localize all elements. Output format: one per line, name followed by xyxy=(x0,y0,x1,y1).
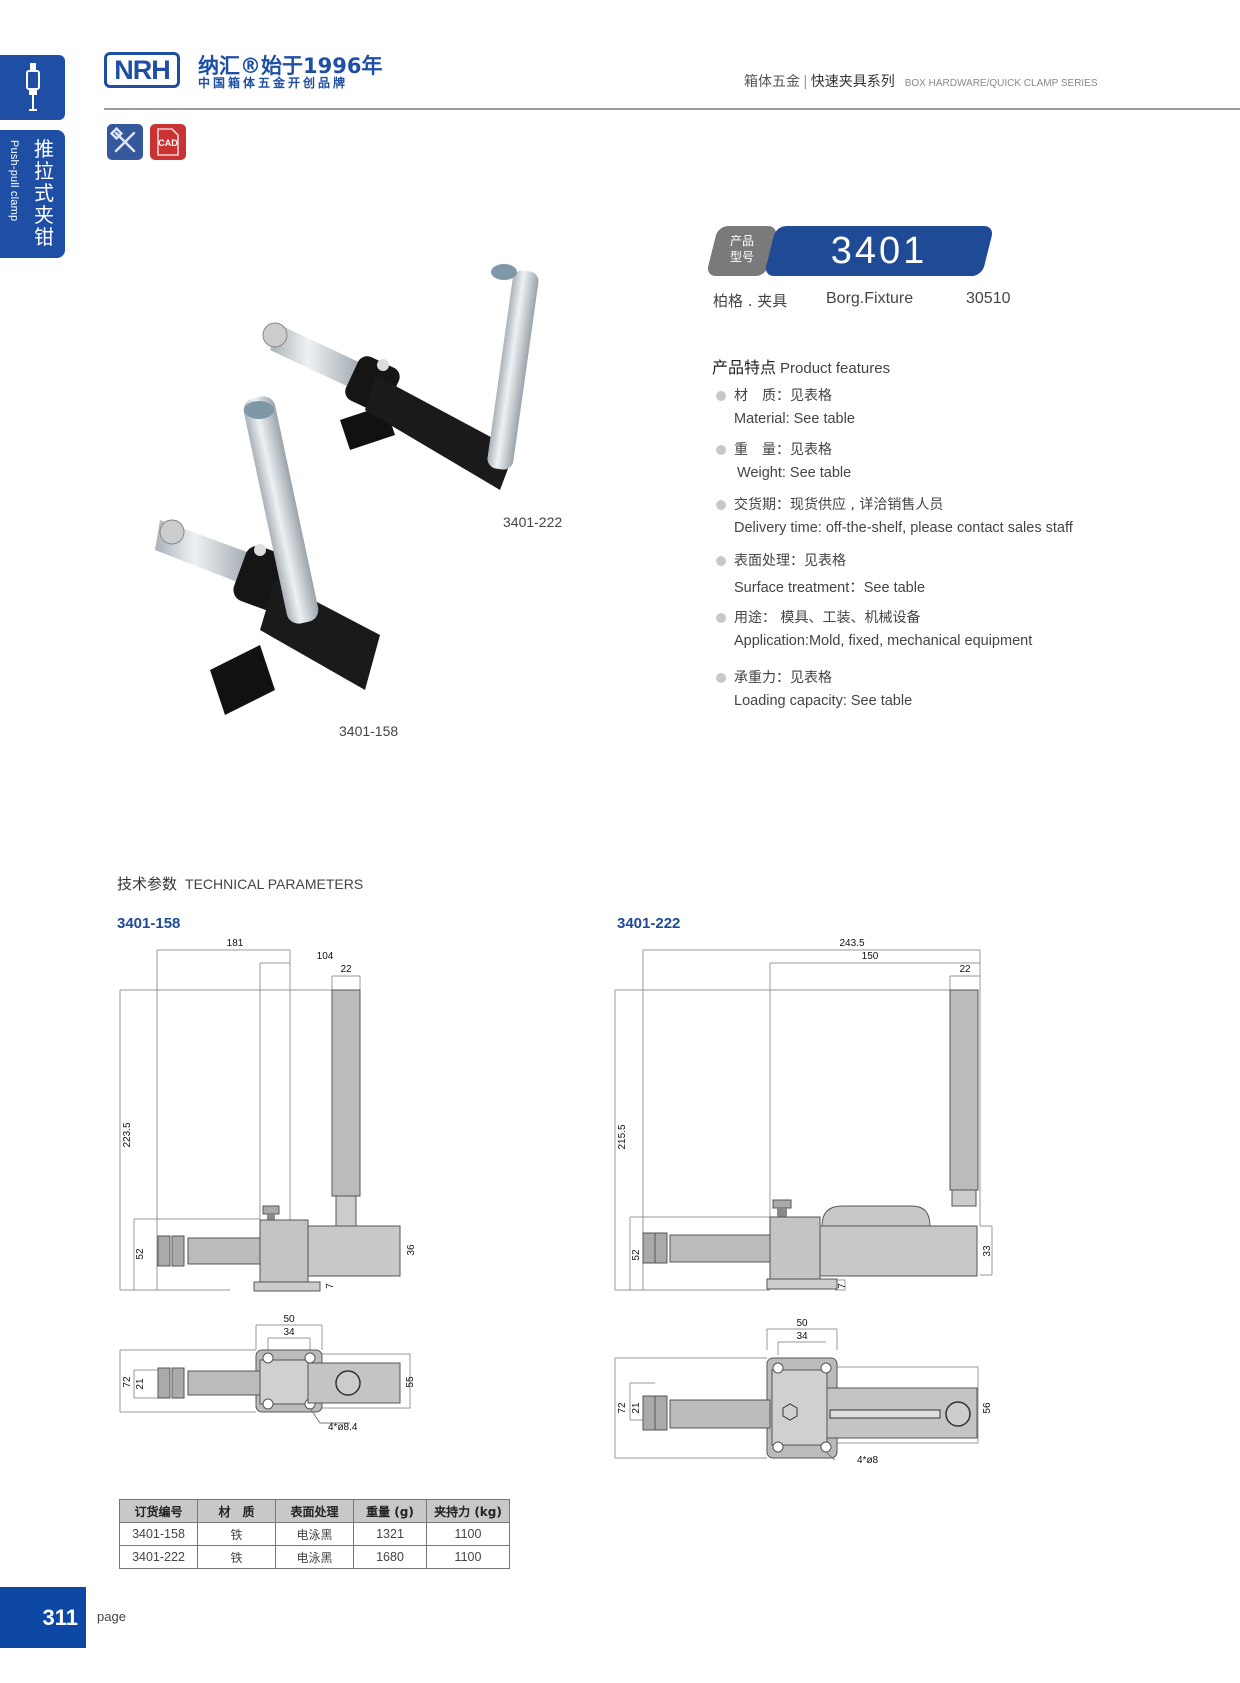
svg-text:223.5: 223.5 xyxy=(122,1122,133,1147)
svg-text:7: 7 xyxy=(325,1283,336,1289)
tools-icon xyxy=(109,126,136,153)
section-quick-clamp: 快速夹具系列 xyxy=(810,74,895,90)
breadcrumb-separator: | xyxy=(803,74,808,90)
svg-text:22: 22 xyxy=(959,964,971,975)
svg-text:34: 34 xyxy=(796,1331,808,1342)
bullet-icon xyxy=(716,391,726,402)
svg-text:4*ø8.4: 4*ø8.4 xyxy=(328,1422,358,1433)
model-number: 3401 xyxy=(830,230,928,272)
svg-text:215.5: 215.5 xyxy=(617,1124,628,1149)
table-header-row: 订货编号 材 质 表面处理 重量 (g) 夹持力 (kg) xyxy=(119,1499,510,1523)
hole-callout-3401-222: 4*ø8 xyxy=(857,1455,879,1466)
svg-text:34: 34 xyxy=(283,1327,295,1338)
bullet-icon xyxy=(716,613,726,624)
bullet-icon xyxy=(716,673,726,684)
svg-text:55: 55 xyxy=(405,1376,416,1388)
drawing-3401-222: 243.5 150 22 215.5 52 33 7 50 34 72 21 5… xyxy=(614,938,993,1460)
drawing-3401-158: 181 104 22 223.5 52 36 7 50 34 72 21 55 … xyxy=(119,938,417,1433)
cad-file-icon: CAD xyxy=(157,128,179,156)
col-order-no: 订货编号 xyxy=(119,1499,198,1523)
svg-text:52: 52 xyxy=(135,1248,146,1260)
svg-text:72: 72 xyxy=(122,1376,133,1388)
svg-text:7: 7 xyxy=(837,1283,848,1289)
tools-button[interactable] xyxy=(107,124,143,160)
col-clamp-force: 夹持力 (kg) xyxy=(426,1499,510,1523)
category-tab-push-pull-clamp[interactable]: Push-pull clamp 推拉式夹钳 xyxy=(0,130,65,258)
category-label-cn: 推拉式夹钳 xyxy=(34,137,54,249)
page-label: page xyxy=(97,1609,126,1624)
svg-text:CAD: CAD xyxy=(158,138,178,148)
bullet-icon xyxy=(716,500,726,511)
svg-text:181: 181 xyxy=(227,938,244,949)
model-badge-label: 产品型号 xyxy=(729,234,754,264)
photo-3401-222 xyxy=(262,264,539,490)
brand-tagline: 中国箱体五金开创品牌 xyxy=(198,76,349,90)
col-material: 材 质 xyxy=(197,1499,276,1523)
svg-text:33: 33 xyxy=(982,1245,993,1257)
clamp-product-icon xyxy=(26,63,40,111)
section-en: BOX HARDWARE/QUICK CLAMP SERIES xyxy=(904,78,1098,89)
drawing-title-3401-222: 3401-222 xyxy=(617,915,681,932)
svg-text:36: 36 xyxy=(406,1244,417,1256)
section-breadcrumb: 箱体五金|快速夹具系列 BOX HARDWARE/QUICK CLAMP SERI… xyxy=(744,71,1098,91)
header-divider xyxy=(104,108,1240,110)
product-code: 30510 xyxy=(966,290,1011,307)
svg-text:21: 21 xyxy=(135,1378,146,1390)
cad-download-button[interactable]: CAD xyxy=(150,124,186,160)
nrh-logo: NRH xyxy=(104,52,180,88)
product-category-icon-tab xyxy=(0,55,65,120)
page-number: 311 xyxy=(0,1587,86,1648)
product-name-en: Borg.Fixture xyxy=(826,290,914,307)
svg-text:56: 56 xyxy=(982,1402,993,1414)
svg-text:52: 52 xyxy=(631,1249,642,1261)
svg-text:21: 21 xyxy=(631,1402,642,1414)
photo-label-3401-222: 3401-222 xyxy=(503,514,563,530)
drawing-title-3401-158: 3401-158 xyxy=(117,915,181,932)
photo-label-3401-158: 3401-158 xyxy=(339,723,399,739)
svg-text:243.5: 243.5 xyxy=(839,938,864,949)
section-box-hardware: 箱体五金 xyxy=(744,74,800,90)
svg-text:50: 50 xyxy=(796,1318,808,1329)
svg-text:104: 104 xyxy=(317,951,334,962)
bullet-icon xyxy=(716,556,726,567)
col-weight: 重量 (g) xyxy=(353,1499,427,1523)
svg-text:72: 72 xyxy=(617,1402,628,1414)
photo-3401-158 xyxy=(155,396,380,715)
brand-slogan: 纳汇®始于1996年 xyxy=(198,54,383,78)
bullet-icon xyxy=(716,445,726,456)
product-name-cn: 柏格 . 夹具 xyxy=(713,292,788,310)
product-photos xyxy=(155,264,539,715)
category-label-en: Push-pull clamp xyxy=(8,140,20,222)
col-surface: 表面处理 xyxy=(275,1499,354,1523)
svg-text:50: 50 xyxy=(283,1314,295,1325)
svg-text:22: 22 xyxy=(340,964,352,975)
svg-text:150: 150 xyxy=(862,951,879,962)
